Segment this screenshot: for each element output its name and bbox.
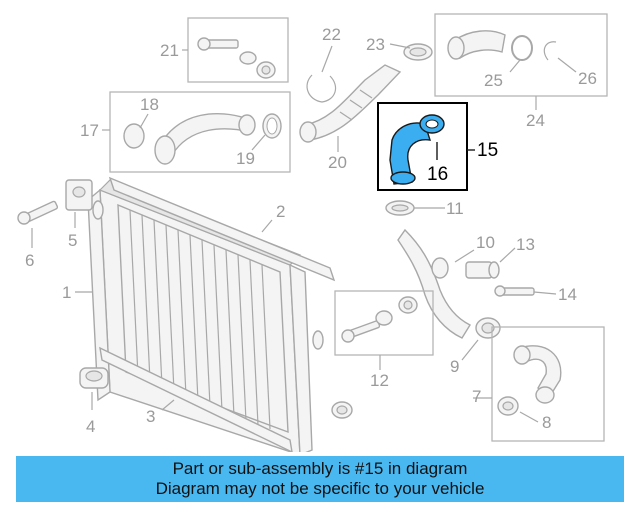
seal-strip-upper	[108, 176, 336, 282]
rubber-mount-part-4	[79, 367, 109, 389]
callout-4: 4	[86, 417, 95, 436]
highlighted-hose-part-15	[389, 114, 445, 185]
bracket-part-5	[65, 179, 93, 211]
bolt-part-21	[197, 37, 276, 79]
callout-12: 12	[370, 371, 389, 390]
parts-diagram: 1 2 3 4 5 6 7 8 9 10 11 12 13 14 15 16 1…	[17, 13, 608, 452]
group-box-17	[109, 91, 291, 173]
callout-2: 2	[276, 202, 285, 221]
banner-line-part-info: Part or sub-assembly is #15 in diagram	[172, 459, 468, 478]
callout-13: 13	[516, 235, 535, 254]
seal-strip-lower	[99, 346, 293, 452]
group-box-7	[491, 326, 605, 442]
clamp-part-9	[475, 317, 501, 339]
callout-22: 22	[322, 25, 341, 44]
clamp-part-23	[403, 43, 433, 61]
callout-26: 26	[578, 69, 597, 88]
pipe-part-10	[397, 228, 471, 339]
callout-21: 21	[160, 41, 179, 60]
hose-part-24	[447, 30, 557, 61]
callout-16: 16	[427, 164, 448, 185]
callout-11: 11	[446, 199, 464, 218]
clamp-part-11	[385, 200, 415, 216]
callout-20: 20	[328, 153, 347, 172]
callout-14: 14	[558, 285, 577, 304]
callout-1: 1	[62, 283, 71, 302]
leader-lines	[31, 43, 577, 423]
callout-25: 25	[484, 71, 503, 90]
callout-3: 3	[146, 407, 155, 426]
hose-part-20	[299, 64, 402, 143]
bolt-part-14	[494, 285, 535, 297]
intercooler	[87, 179, 353, 452]
callout-8: 8	[542, 413, 551, 432]
group-box-12	[334, 290, 434, 356]
callout-23: 23	[366, 35, 385, 54]
callout-19: 19	[236, 149, 255, 168]
hose-part-17	[123, 113, 282, 165]
group-box-24	[434, 13, 608, 97]
hose-part-7	[497, 345, 562, 416]
callout-9: 9	[450, 357, 459, 376]
callout-17: 17	[80, 121, 99, 140]
callout-24: 24	[526, 111, 545, 130]
clamp-part-22	[306, 74, 337, 103]
bolt-part-6	[17, 200, 59, 225]
bolt-part-12	[341, 296, 418, 343]
callout-10: 10	[476, 233, 495, 252]
valve-part-13	[465, 261, 500, 279]
callout-7: 7	[472, 387, 481, 406]
callout-5: 5	[68, 231, 77, 250]
info-banner: Part or sub-assembly is #15 in diagram D…	[16, 456, 624, 502]
callout-18: 18	[140, 95, 159, 114]
banner-line-disclaimer: Diagram may not be specific to your vehi…	[155, 479, 485, 498]
callout-15: 15	[477, 140, 498, 161]
callout-6: 6	[25, 251, 34, 270]
